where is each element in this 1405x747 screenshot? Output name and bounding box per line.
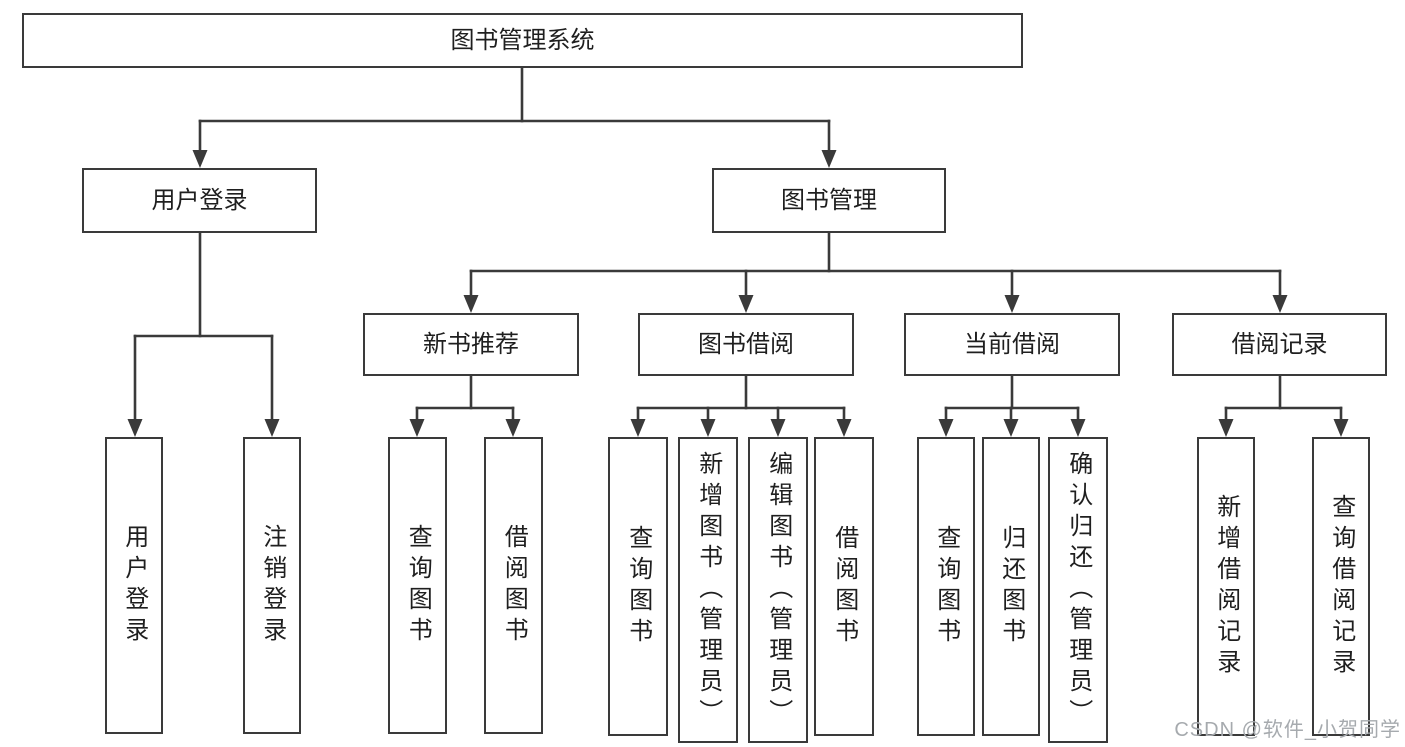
arrowhead-down — [127, 419, 143, 437]
leaf-logout-label: 注销登录 — [258, 523, 286, 648]
arrowhead-down — [700, 419, 716, 437]
arrowhead-down — [1070, 419, 1086, 437]
arrowhead-down — [1272, 295, 1288, 313]
connector-root-to-level2 — [192, 66, 837, 168]
leaf-edit-book-admin: 编辑图书（管理员） — [748, 437, 808, 743]
leaf-edit-book-admin-label: 编辑图书（管理员） — [764, 450, 792, 730]
leaf-borrow-book-recommend: 借阅图书 — [484, 437, 543, 734]
leaf-return-book-label: 归还图书 — [997, 524, 1025, 649]
arrowhead-down — [409, 419, 425, 437]
node-borrow-records-label: 借阅记录 — [1231, 330, 1328, 358]
leaf-return-book: 归还图书 — [982, 437, 1040, 736]
node-current-borrow: 当前借阅 — [904, 313, 1120, 376]
node-user-login: 用户登录 — [82, 168, 317, 233]
arrowhead-down — [836, 419, 852, 437]
leaf-query-book-borrow-label: 查询图书 — [624, 524, 652, 649]
arrowhead-down — [1004, 295, 1020, 313]
leaf-user-login: 用户登录 — [105, 437, 163, 734]
leaf-logout: 注销登录 — [243, 437, 301, 734]
arrowhead-down — [264, 419, 280, 437]
csdn-watermark: CSDN @软件_小贺同学 — [1174, 719, 1401, 741]
node-library-management-system-label: 图书管理系统 — [450, 26, 595, 54]
arrowhead-down — [630, 419, 646, 437]
arrowhead-down — [1333, 419, 1349, 437]
leaf-query-book-recommend: 查询图书 — [388, 437, 447, 734]
leaf-confirm-return-admin: 确认归还（管理员） — [1048, 437, 1108, 743]
node-book-borrow-label: 图书借阅 — [698, 330, 794, 358]
leaf-add-borrow-record-label: 新增借阅记录 — [1212, 493, 1240, 680]
leaf-query-borrow-record: 查询借阅记录 — [1312, 437, 1370, 736]
leaf-query-borrow-record-label: 查询借阅记录 — [1327, 493, 1355, 680]
arrowhead-down — [938, 419, 954, 437]
node-book-management-label: 图书管理 — [781, 186, 877, 214]
node-current-borrow-label: 当前借阅 — [964, 330, 1060, 358]
node-new-book-recommend: 新书推荐 — [363, 313, 579, 376]
arrowhead-down — [821, 150, 837, 168]
connector-new-book-to-leaves — [409, 374, 521, 437]
arrowhead-down — [192, 150, 208, 168]
node-library-management-system: 图书管理系统 — [22, 13, 1023, 68]
leaf-borrow-book: 借阅图书 — [814, 437, 874, 736]
arrowhead-down — [738, 295, 754, 313]
leaf-query-book-borrow: 查询图书 — [608, 437, 668, 736]
leaf-confirm-return-admin-label: 确认归还（管理员） — [1064, 450, 1092, 730]
connector-user-login-to-leaves — [127, 231, 280, 437]
arrowhead-down — [1003, 419, 1019, 437]
leaf-query-book-current-label: 查询图书 — [932, 524, 960, 649]
connector-current-borrow-to-leaves — [938, 374, 1086, 437]
connector-borrow-records-to-leaves — [1218, 374, 1349, 437]
arrowhead-down — [505, 419, 521, 437]
node-book-management: 图书管理 — [712, 168, 946, 233]
leaf-query-book-current: 查询图书 — [917, 437, 975, 736]
arrowhead-down — [770, 419, 786, 437]
leaf-user-login-label: 用户登录 — [120, 523, 148, 648]
leaf-add-book-admin-label: 新增图书（管理员） — [694, 450, 722, 730]
leaf-add-book-admin: 新增图书（管理员） — [678, 437, 738, 743]
arrowhead-down — [463, 295, 479, 313]
node-new-book-recommend-label: 新书推荐 — [423, 330, 519, 358]
leaf-query-book-recommend-label: 查询图书 — [404, 523, 432, 648]
node-user-login-label: 用户登录 — [151, 186, 248, 214]
arrowhead-down — [1218, 419, 1234, 437]
leaf-borrow-book-label: 借阅图书 — [830, 524, 858, 649]
connector-book-management-to-level3 — [463, 231, 1288, 313]
node-book-borrow: 图书借阅 — [638, 313, 854, 376]
connector-book-borrow-to-leaves — [630, 374, 852, 437]
leaf-add-borrow-record: 新增借阅记录 — [1197, 437, 1255, 736]
leaf-borrow-book-recommend-label: 借阅图书 — [500, 523, 528, 648]
node-borrow-records: 借阅记录 — [1172, 313, 1387, 376]
